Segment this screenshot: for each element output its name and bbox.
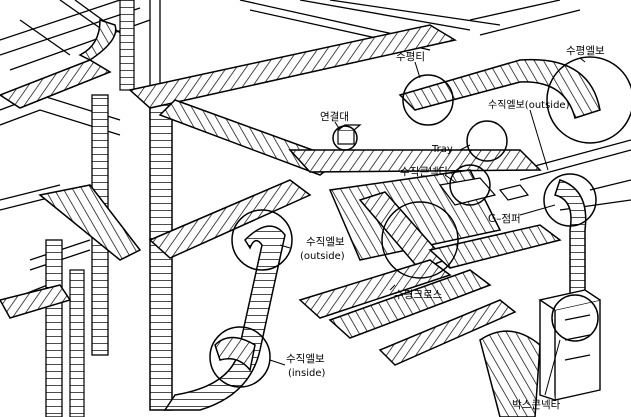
circle-vertical-elbow-outside-mid xyxy=(231,209,293,271)
circle-vertical-elbow-inside xyxy=(209,326,271,388)
circle-tray xyxy=(466,120,508,162)
label-horizontal-cross: 수평크로스 xyxy=(394,289,443,301)
circle-horizontal-tee xyxy=(402,74,454,126)
label-vertical-connector: 수직콘넥타 xyxy=(400,166,449,178)
connector-block xyxy=(337,124,362,145)
circle-vertical-connector xyxy=(449,164,491,206)
label-horizontal-elbow: 수평엘보 xyxy=(566,44,605,57)
label-g-jumper: G–점퍼 xyxy=(488,213,521,225)
label-vertical-elbow-outside-top: 수직엘보(outside) xyxy=(488,98,570,111)
circle-vertical-elbow-outside-right xyxy=(543,173,597,227)
circle-horizontal-cross xyxy=(381,201,459,279)
box-connector-unit xyxy=(538,289,601,401)
label-vertical-elbow-inside-2: (inside) xyxy=(288,368,326,379)
label-vertical-elbow-outside-mid-2: (outside) xyxy=(300,251,345,262)
highlight-circles xyxy=(209,56,631,388)
label-vertical-elbow-inside-1: 수직엘보 xyxy=(286,352,325,365)
vertical-tray-drop xyxy=(163,179,587,417)
circle-box-connector xyxy=(551,294,599,342)
leader-lines xyxy=(269,57,586,396)
label-tray: Tray xyxy=(431,144,453,155)
label-connector: 연결대 xyxy=(320,111,349,123)
tray-runs xyxy=(0,18,601,366)
vertical-connector-hardware xyxy=(438,177,530,206)
label-box-connector: 박스콘넥타 xyxy=(512,399,561,411)
labels: 수평티 수평엘보 수직엘보(outside) 연결대 Tray 수직콘넥타 G–… xyxy=(286,44,605,411)
circle-connector xyxy=(332,125,358,151)
label-vertical-elbow-outside-mid-1: 수직엘보 xyxy=(306,235,345,248)
label-horizontal-tee: 수평티 xyxy=(396,51,425,63)
circle-horizontal-elbow xyxy=(546,56,631,144)
